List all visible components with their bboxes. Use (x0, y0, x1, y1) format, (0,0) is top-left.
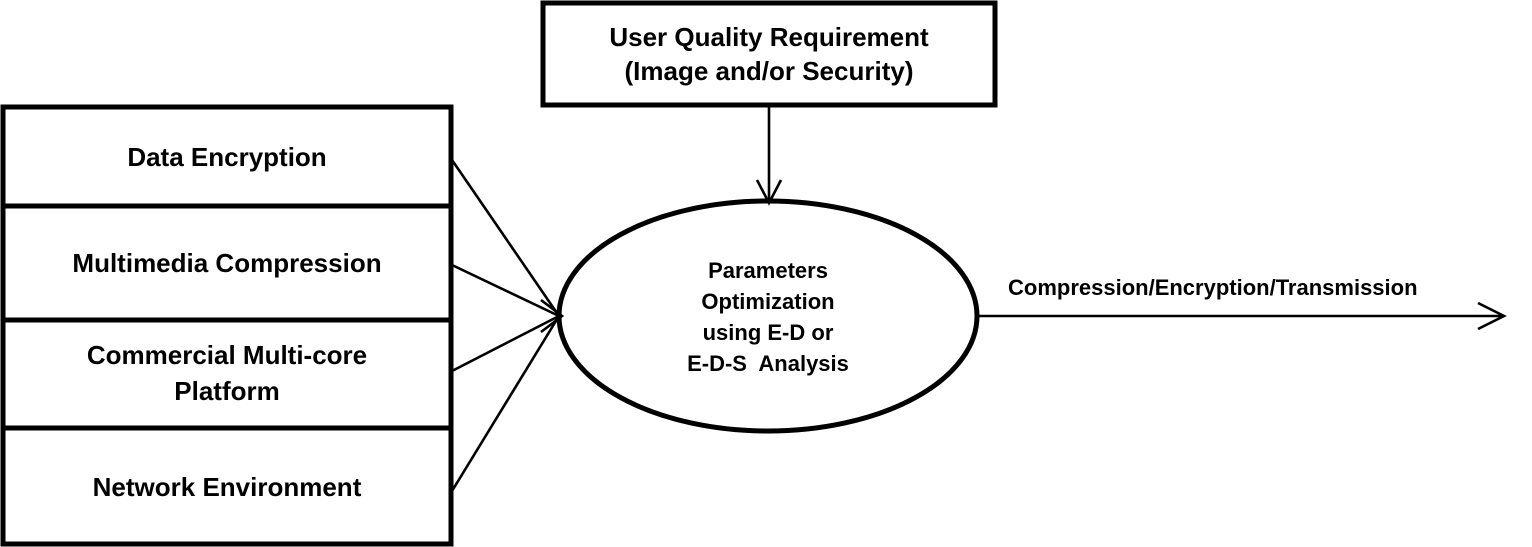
input-connectors-group (450, 159, 565, 492)
input-box-network-environment-rect[interactable] (0, 425, 454, 547)
parameters-optimization-ellipse[interactable]: Parameters Optimization using E-D or E-D… (556, 198, 980, 434)
input-box-network-environment-label: Network Environment (93, 472, 362, 502)
input-connectors-arrowhead-icon (540, 298, 565, 334)
input-box-multicore-platform-rect[interactable] (0, 317, 454, 431)
input-box-multicore-platform-label-line1: Commercial Multi-core (87, 340, 367, 370)
input-box-multimedia-compression[interactable]: Multimedia Compression (0, 203, 454, 323)
connector-user-quality-to-ellipse (755, 105, 783, 206)
parameters-optimization-label-line4: E-D-S Analysis (687, 351, 849, 376)
connector-multicore-platform-to-ellipse (451, 314, 560, 373)
output-flow-arrowhead-icon (1477, 301, 1507, 331)
connector-multimedia-compression-to-ellipse (451, 263, 560, 318)
parameters-optimization-ellipse-shape[interactable] (556, 198, 980, 434)
user-quality-requirement-rect[interactable] (540, 0, 998, 108)
parameters-optimization-label-line3: using E-D or (703, 320, 834, 345)
input-box-multicore-platform[interactable]: Commercial Multi-core Platform (0, 317, 454, 431)
user-quality-arrowhead-icon (755, 179, 783, 206)
input-box-multimedia-compression-rect[interactable] (0, 203, 454, 323)
input-box-data-encryption-label: Data Encryption (127, 142, 326, 172)
output-flow-label: Compression/Encryption/Transmission (1008, 275, 1418, 300)
input-factors-stack: Data Encryption Multimedia Compression C… (0, 104, 454, 547)
output-flow-arrow: Compression/Encryption/Transmission (977, 275, 1507, 331)
connector-data-encryption-to-ellipse (450, 159, 561, 317)
parameters-optimization-label-line1: Parameters (708, 258, 828, 283)
parameters-optimization-label-line2: Optimization (701, 289, 834, 314)
user-quality-requirement-box[interactable]: User Quality Requirement (Image and/or S… (540, 0, 998, 108)
input-box-multicore-platform-label-line2: Platform (174, 376, 279, 406)
input-box-data-encryption-rect[interactable] (0, 104, 454, 209)
user-quality-requirement-label-line1: User Quality Requirement (609, 22, 929, 52)
input-box-multimedia-compression-label: Multimedia Compression (72, 248, 381, 278)
input-box-data-encryption[interactable]: Data Encryption (0, 104, 454, 209)
input-box-network-environment[interactable]: Network Environment (0, 425, 454, 547)
connector-network-environment-to-ellipse (450, 315, 561, 492)
user-quality-requirement-label-line2: (Image and/or Security) (625, 56, 914, 86)
